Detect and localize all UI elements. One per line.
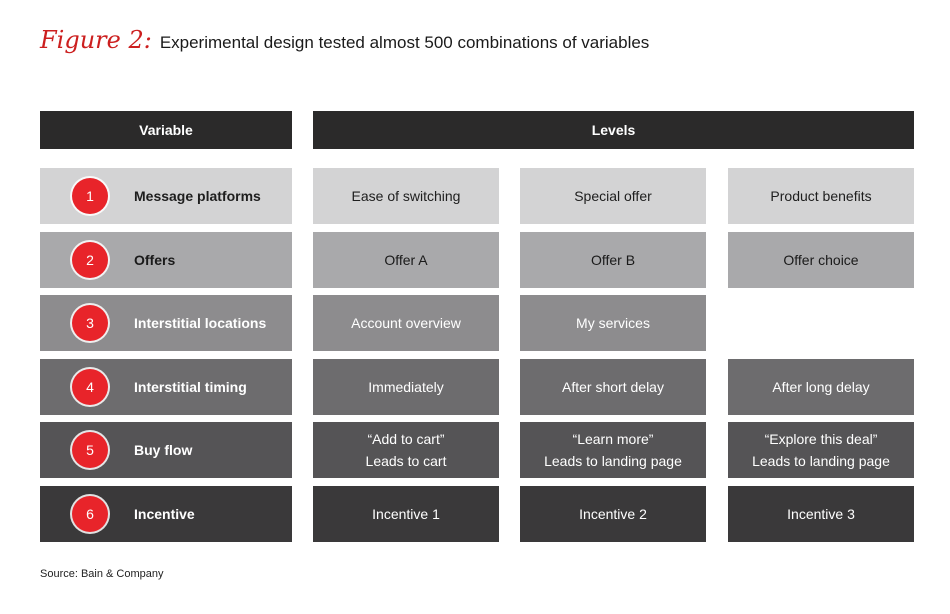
number-badge: 5 [72, 432, 108, 468]
number-badge: 4 [72, 369, 108, 405]
level-cell: Special offer [520, 168, 706, 224]
level-text: “Explore this deal” [764, 431, 878, 447]
level-cell: Product benefits [728, 168, 914, 224]
variable-name: Message platforms [134, 188, 261, 204]
level-text: “Add to cart” [367, 431, 445, 447]
level-text: My services [576, 315, 650, 331]
table-row: 4 Interstitial timing Immediately After sho… [40, 359, 915, 415]
level-text: Incentive 3 [787, 506, 855, 522]
variable-cell: 4 Interstitial timing [40, 359, 292, 415]
number-badge: 6 [72, 496, 108, 532]
level-cell: Offer choice [728, 232, 914, 288]
level-text: Account overview [351, 315, 461, 331]
header-variable: Variable [40, 111, 292, 149]
level-cell: Offer A [313, 232, 499, 288]
level-text: Product benefits [770, 188, 872, 204]
level-text: Offer choice [783, 252, 859, 268]
level-cell: “Learn more” Leads to landing page [520, 422, 706, 478]
variable-name: Interstitial timing [134, 379, 247, 395]
number-badge: 2 [72, 242, 108, 278]
level-text: “Learn more” [572, 431, 654, 447]
variable-cell: 3 Interstitial locations [40, 295, 292, 351]
number-badge: 1 [72, 178, 108, 214]
level-text: Immediately [368, 379, 444, 395]
variable-cell: 2 Offers [40, 232, 292, 288]
level-cell: My services [520, 295, 706, 351]
level-text: Offer B [590, 252, 636, 268]
source-note: Source: Bain & Company [40, 568, 164, 580]
variable-name: Incentive [134, 506, 195, 522]
figure-title: Figure 2: Experimental design tested alm… [40, 26, 649, 60]
level-cell: Incentive 3 [728, 486, 914, 542]
variable-cell: 5 Buy flow [40, 422, 292, 478]
level-cell: “Explore this deal” Leads to landing page [728, 422, 914, 478]
level-text: Special offer [574, 188, 652, 204]
level-cell: Incentive 2 [520, 486, 706, 542]
level-text: After short delay [562, 379, 664, 395]
table-row: 2 Offers Offer A Offer B Offer choice [40, 232, 915, 288]
variable-name: Interstitial locations [134, 315, 267, 331]
level-text: Leads to cart [365, 453, 447, 469]
level-text: Incentive 1 [372, 506, 440, 522]
header-levels: Levels [313, 111, 914, 149]
level-text: Leads to landing page [544, 453, 682, 469]
level-cell: Ease of switching [313, 168, 499, 224]
table-row: 6 Incentive Incentive 1 Incentive 2 Incentiv… [40, 486, 915, 542]
variable-name: Buy flow [134, 442, 193, 458]
level-cell: After long delay [728, 359, 914, 415]
level-cell: Account overview [313, 295, 499, 351]
variable-cell: 1 Message platforms [40, 168, 292, 224]
figure-label: Figure 2: [40, 26, 152, 54]
level-cell: Offer B [520, 232, 706, 288]
level-cell: Incentive 1 [313, 486, 499, 542]
level-text: Incentive 2 [579, 506, 647, 522]
table-row: 3 Interstitial locations Account overview M… [40, 295, 915, 351]
level-text: Ease of switching [351, 188, 461, 204]
level-cell: “Add to cart” Leads to cart [313, 422, 499, 478]
variable-cell: 6 Incentive [40, 486, 292, 542]
table-row: 1 Message platforms Ease of switching Speci… [40, 168, 915, 224]
level-cell: Immediately [313, 359, 499, 415]
figure-heading: Experimental design tested almost 500 co… [159, 33, 650, 52]
level-text: After long delay [772, 379, 870, 395]
variable-name: Offers [134, 252, 176, 268]
table-row: 5 Buy flow “Add to cart” Leads to cart “Lear… [40, 422, 915, 478]
level-cell: After short delay [520, 359, 706, 415]
level-text: Offer A [384, 252, 428, 268]
level-text: Leads to landing page [752, 453, 890, 469]
number-badge: 3 [72, 305, 108, 341]
